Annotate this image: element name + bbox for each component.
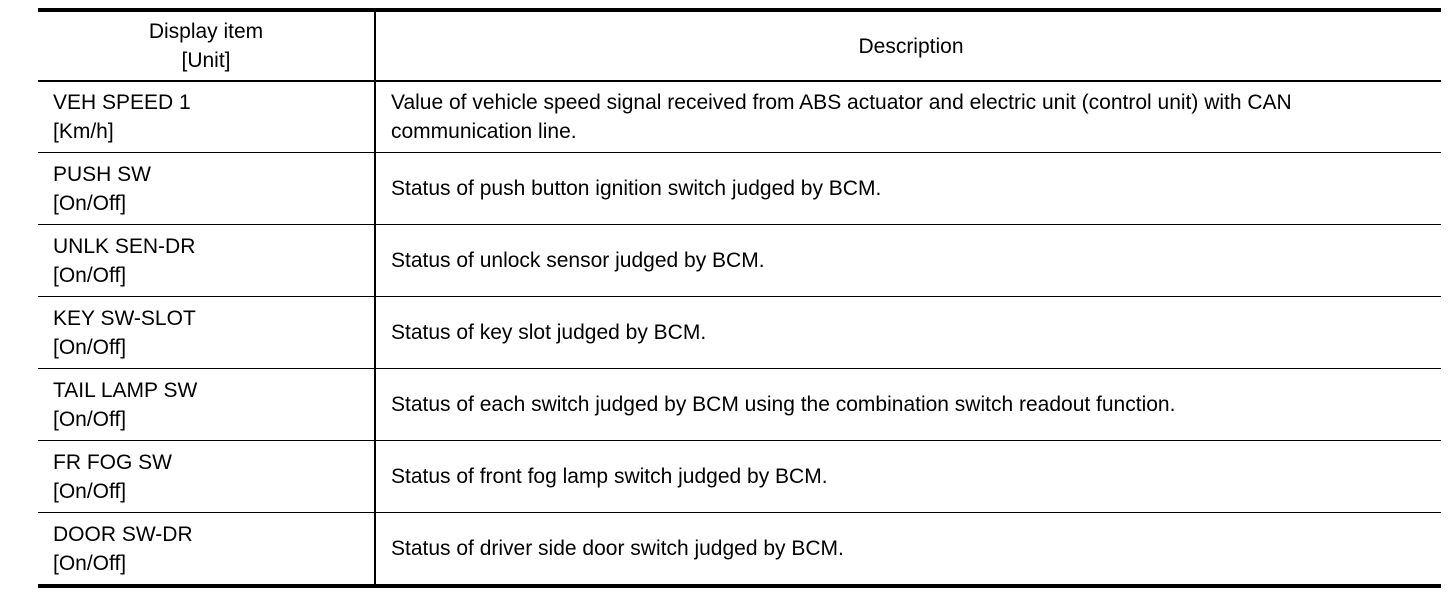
table-row: KEY SW-SLOT [On/Off] Status of key slot … [38,296,1441,369]
description-cell: Status of driver side door switch judged… [391,537,844,560]
item-cell: VEH SPEED 1 [Km/h] [38,81,376,153]
table-row: PUSH SW [On/Off] Status of push button i… [38,152,1441,225]
item-unit: [On/Off] [53,335,127,359]
item-unit: [On/Off] [53,479,127,503]
item-unit: [On/Off] [53,263,127,287]
description-cell: Status of front fog lamp switch judged b… [375,440,1441,513]
description-cell: Status of push button ignition switch ju… [375,152,1441,225]
item-unit: [On/Off] [53,407,127,431]
item-name: UNLK SEN-DR [53,234,196,258]
item-name: KEY SW-SLOT [53,306,196,330]
description-cell: Value of vehicle speed signal received f… [375,81,1441,153]
table-row: VEH SPEED 1 [Km/h] Value of vehicle spee… [38,81,1441,153]
item-unit: [Km/h] [53,120,114,143]
table-row: TAIL LAMP SW [On/Off] Status of each swi… [38,368,1441,441]
table-header-row: Display item [Unit] Description [38,10,1441,82]
item-name: DOOR SW-DR [53,522,193,546]
header-display-item-label: Display item [148,20,264,43]
item-name: PUSH SW [53,162,152,186]
description-cell: Status of each switch judged by BCM usin… [375,368,1441,441]
item-cell: UNLK SEN-DR [On/Off] [38,224,376,297]
header-unit-label: [Unit] [181,49,231,72]
item-cell: PUSH SW [On/Off] [38,152,376,225]
item-name: VEH SPEED 1 [53,91,191,114]
item-name: TAIL LAMP SW [53,378,198,402]
table-row: FR FOG SW [On/Off] Status of front fog l… [38,440,1441,513]
description-cell: Status of unlock sensor judged by BCM. [375,224,1441,297]
item-name: FR FOG SW [53,450,172,474]
item-unit: [On/Off] [53,191,127,215]
item-cell: DOOR SW-DR [On/Off] [38,512,376,586]
item-cell: TAIL LAMP SW [On/Off] [38,368,376,441]
item-cell: KEY SW-SLOT [On/Off] [38,296,376,369]
description-cell: Status of key slot judged by BCM. [375,296,1441,369]
item-cell: FR FOG SW [On/Off] [38,440,376,513]
table-row: UNLK SEN-DR [On/Off] Status of unlock se… [38,224,1441,297]
header-description: Description [375,10,1441,82]
header-display-item: Display item [Unit] [38,10,376,82]
item-unit: [On/Off] [53,551,127,575]
display-item-table: Display item [Unit] Description VEH SPEE… [38,8,1441,588]
table-row: DOOR SW-DR [On/Off] Status of driver sid… [38,512,1441,586]
